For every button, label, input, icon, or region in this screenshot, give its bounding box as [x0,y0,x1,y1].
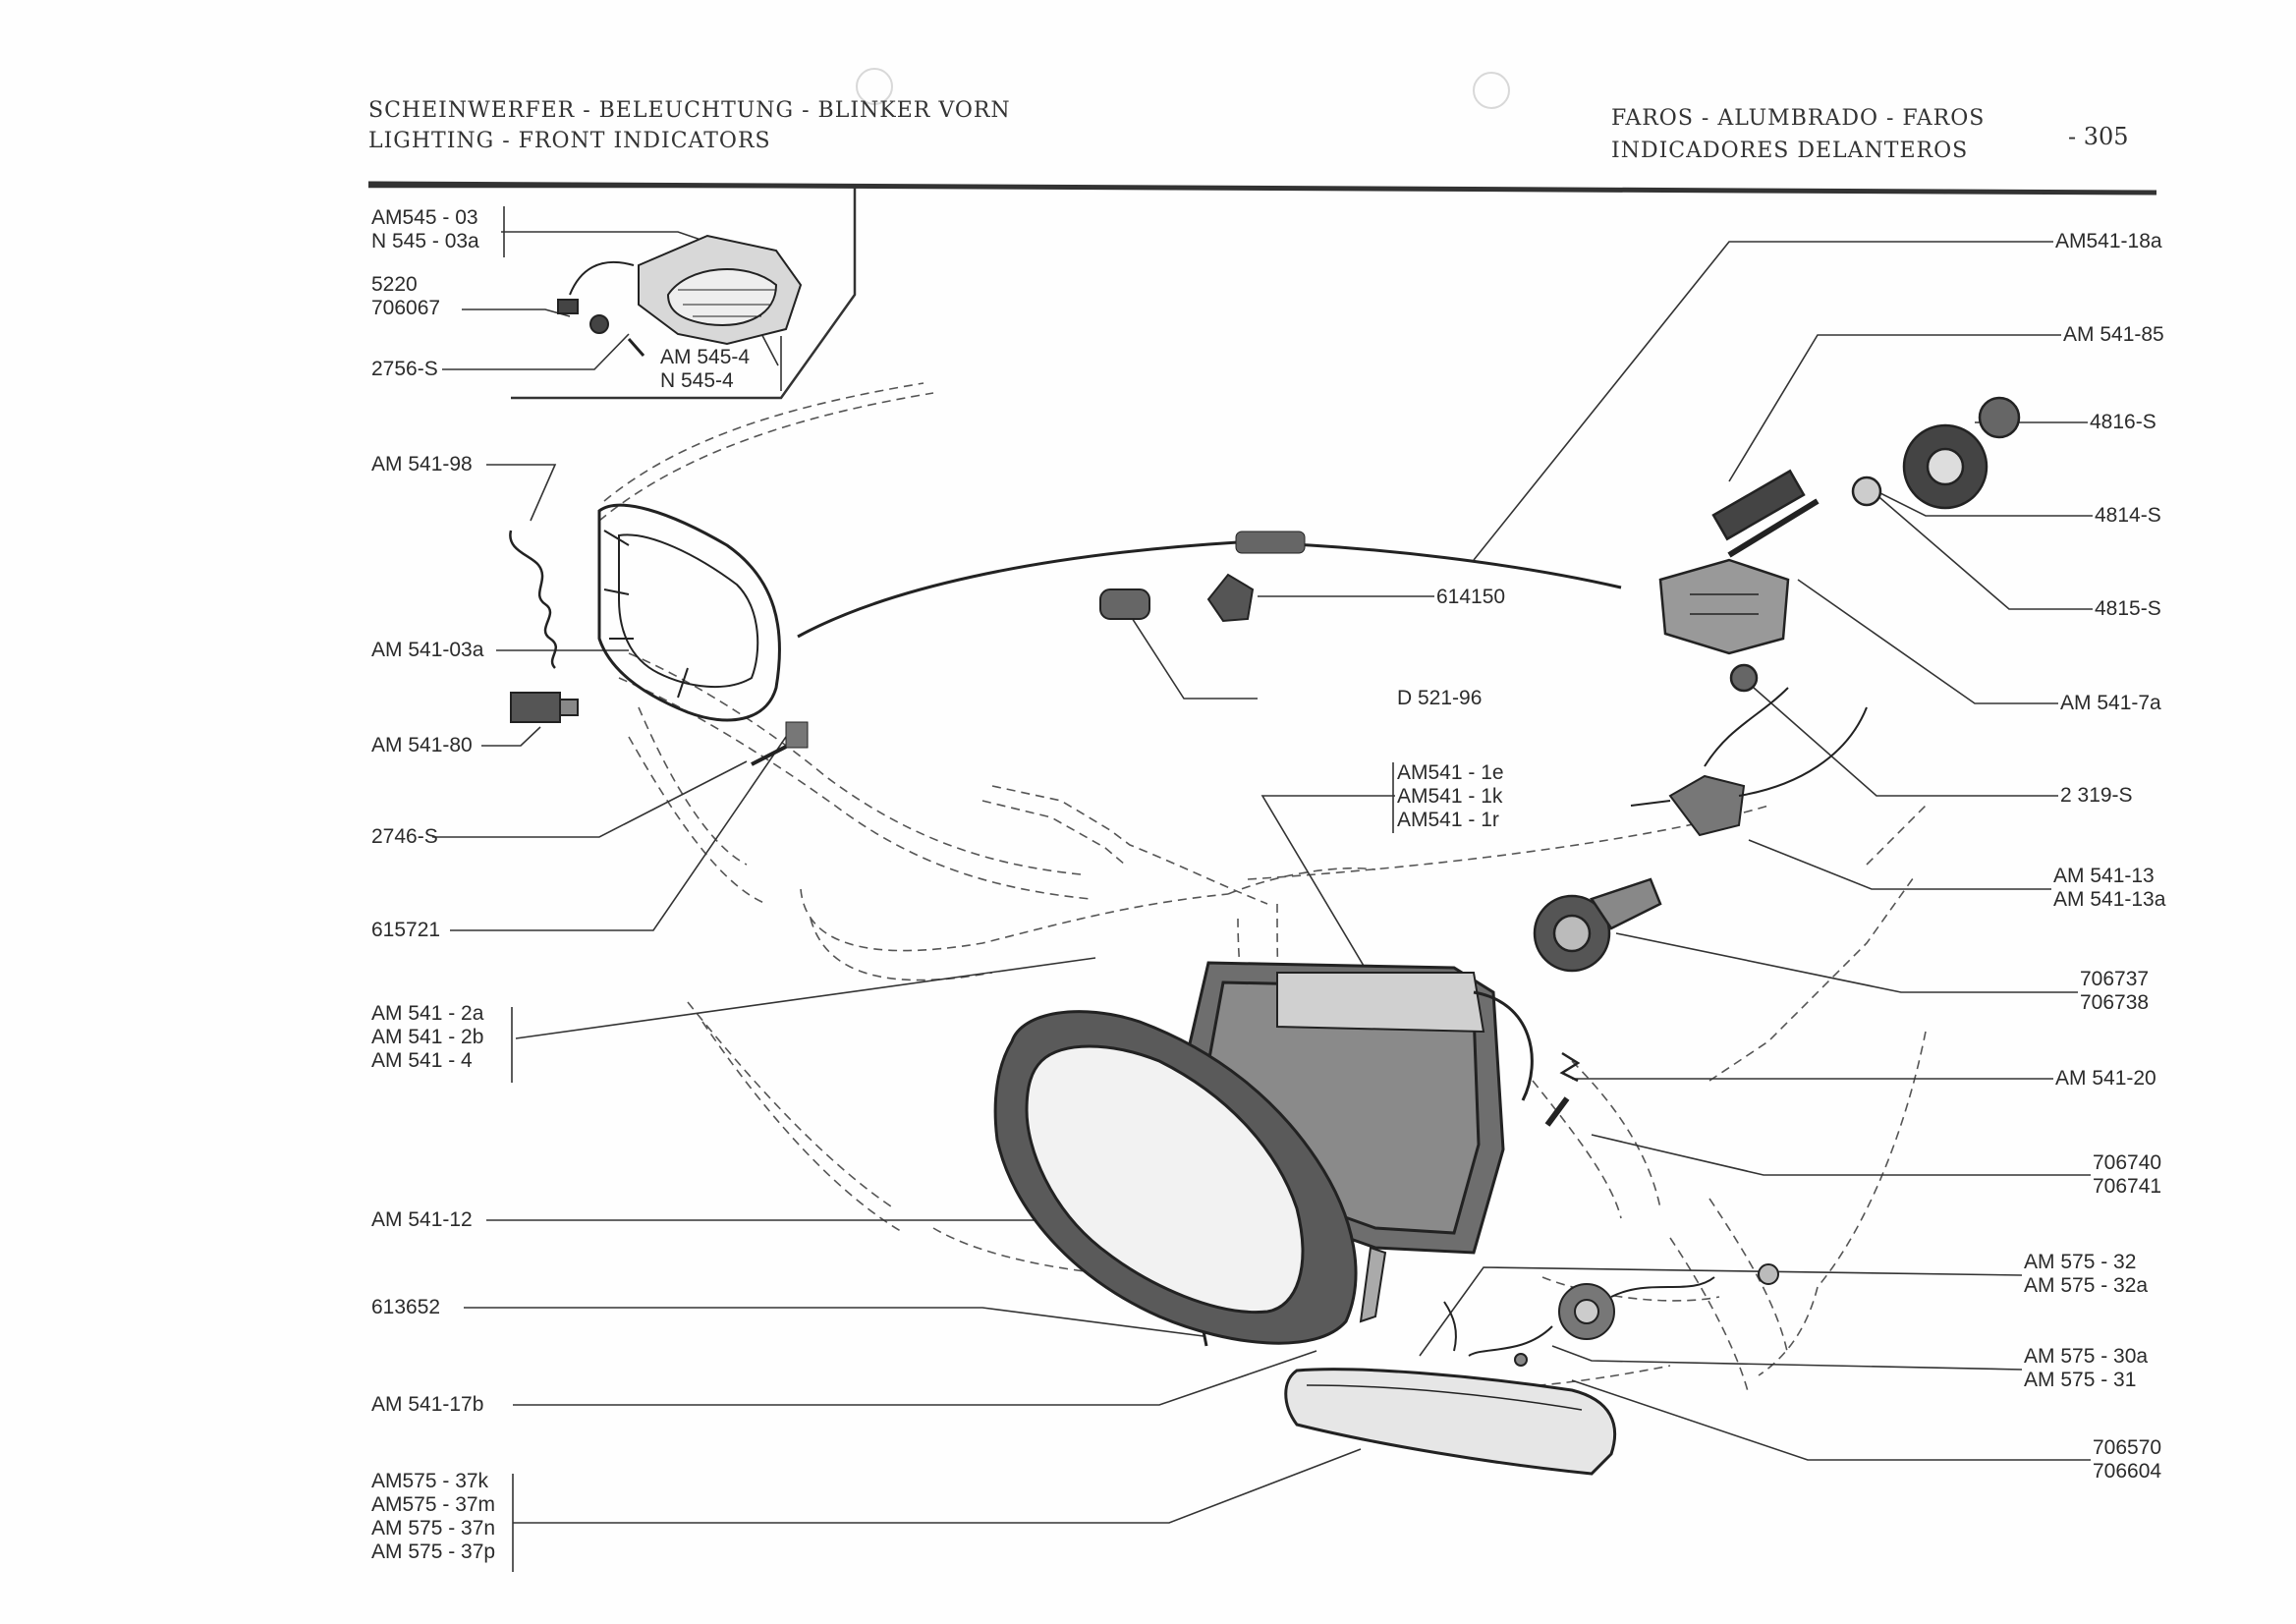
clip [785,721,809,749]
header-rule [367,181,2157,196]
part-label: AM 541-7a [2060,692,2161,714]
indicator-lamp-assembly [557,234,803,357]
part-label: AM 575 - 30a [2024,1345,2149,1368]
part-label: AM 575 - 32 [2024,1251,2137,1273]
part-label: AM 541 - 2a [371,1002,484,1025]
trim-strip [1359,1246,1387,1323]
cable-sleeve [1235,531,1306,554]
punch-hole [1473,72,1510,109]
part-label: N 545 - 03a [371,230,479,252]
part-label: 615721 [371,919,441,941]
callout-group-sealed-beam: AM541 - 1e AM541 - 1k AM541 - 1r [1397,761,1504,832]
part-label: 706740 [2093,1151,2162,1174]
callout-group-inset-lamp: AM545 - 03 N 545 - 03a [371,206,479,253]
part-label: AM 541-85 [2063,323,2164,346]
bulb-holder-wiring [1630,687,1868,837]
part-label: AM541-18a [2055,230,2162,252]
part-label: 2756-S [371,358,438,380]
front-indicator-lens [1284,1368,1617,1476]
callout-group-indicator-lens: AM575 - 37k AM575 - 37m AM 575 - 37n AM … [371,1470,495,1564]
part-label: 2746-S [371,825,438,848]
header-title-de: SCHEINWERFER - BELEUCHTUNG - BLINKER VOR… [368,98,1011,123]
headlamp-adjuster-mechanism [1658,396,2021,693]
part-label: 2 319-S [2060,784,2133,807]
page-number: - 305 [2068,123,2129,150]
screw [751,745,787,766]
part-label: 4816-S [2090,411,2156,433]
part-label: AM 541-17b [371,1393,484,1416]
part-label: AM541 - 1r [1397,809,1499,831]
part-label: AM 545-4 [660,346,751,368]
part-label: AM 541 - 2b [371,1026,484,1048]
part-label: AM541 - 1e [1397,761,1504,784]
rim-screw [1202,1330,1208,1347]
part-label: N 545-4 [660,369,734,392]
headlamp-rim [993,1010,1358,1345]
part-label: AM 575 - 37n [371,1517,496,1540]
callout-group-headlamp: AM 541 - 2a AM 541 - 2b AM 541 - 4 [371,1002,483,1073]
callout-group-socket: 706737 706738 [2080,968,2149,1015]
part-label: 614150 [1436,586,1506,608]
header-title-es-1: FAROS - ALUMBRADO - FAROS [1611,106,1986,131]
part-label: AM 575 - 37p [371,1540,496,1563]
indicator-bulb-wiring [1443,1263,1779,1367]
part-label: AM541 - 1k [1397,785,1503,808]
punch-hole [856,68,893,105]
headlamp-socket [1533,877,1662,973]
part-label: AM 575 - 31 [2024,1369,2137,1391]
part-label: AM 541-20 [2055,1067,2156,1090]
headlamp-surround-frame [597,503,781,722]
callout-group-bulb-holder: AM 541-13 AM 541-13a [2053,865,2165,912]
header-title-es-2: INDICADORES DELANTEROS [1611,139,1969,163]
header-title-en: LIGHTING - FRONT INDICATORS [368,129,771,153]
callout-group-lens: AM 545-4 N 545-4 [660,346,750,393]
grommet [1099,588,1150,620]
part-label: AM575 - 37m [371,1493,496,1516]
pin [1544,1096,1570,1127]
callout-group-indicator-bulb-2: 706570 706604 [2093,1436,2161,1484]
callout-group-indicator-socket: AM 575 - 30a AM 575 - 31 [2024,1345,2148,1392]
part-label: 706737 [2080,968,2150,990]
leader-lines [432,206,2093,1572]
part-label: 706741 [2093,1175,2162,1198]
spring-clip [1559,1051,1581,1083]
connector-block [510,692,579,723]
part-label: AM 541-03a [371,639,484,661]
part-label: 706570 [2093,1436,2162,1459]
part-label: AM 575 - 32a [2024,1274,2149,1297]
callout-group-pin: 706740 706741 [2093,1151,2161,1199]
part-label: 706604 [2093,1460,2162,1483]
part-label: AM 541-13 [2053,865,2155,887]
part-label: AM 541-12 [371,1208,473,1231]
part-label: AM 541-80 [371,734,473,756]
part-label: D 521-96 [1397,687,1483,709]
inset-frame [368,185,857,400]
part-label: 5220 [371,273,418,296]
callout-group-bulb: 5220 706067 [371,273,440,320]
part-label: AM 541-98 [371,453,473,476]
part-label: 4814-S [2095,504,2161,527]
part-label: 4815-S [2095,597,2161,620]
part-label: AM 541-13a [2053,888,2166,911]
spring-wire [509,530,557,669]
callout-group-indicator-bulb: AM 575 - 32 AM 575 - 32a [2024,1251,2148,1298]
part-label: AM 541 - 4 [371,1049,473,1072]
part-label: AM575 - 37k [371,1470,489,1492]
part-label: 706738 [2080,991,2150,1014]
part-label: AM545 - 03 [371,206,478,229]
part-label: 706067 [371,297,441,319]
part-label: 613652 [371,1296,441,1318]
cable-clip [1206,573,1255,623]
